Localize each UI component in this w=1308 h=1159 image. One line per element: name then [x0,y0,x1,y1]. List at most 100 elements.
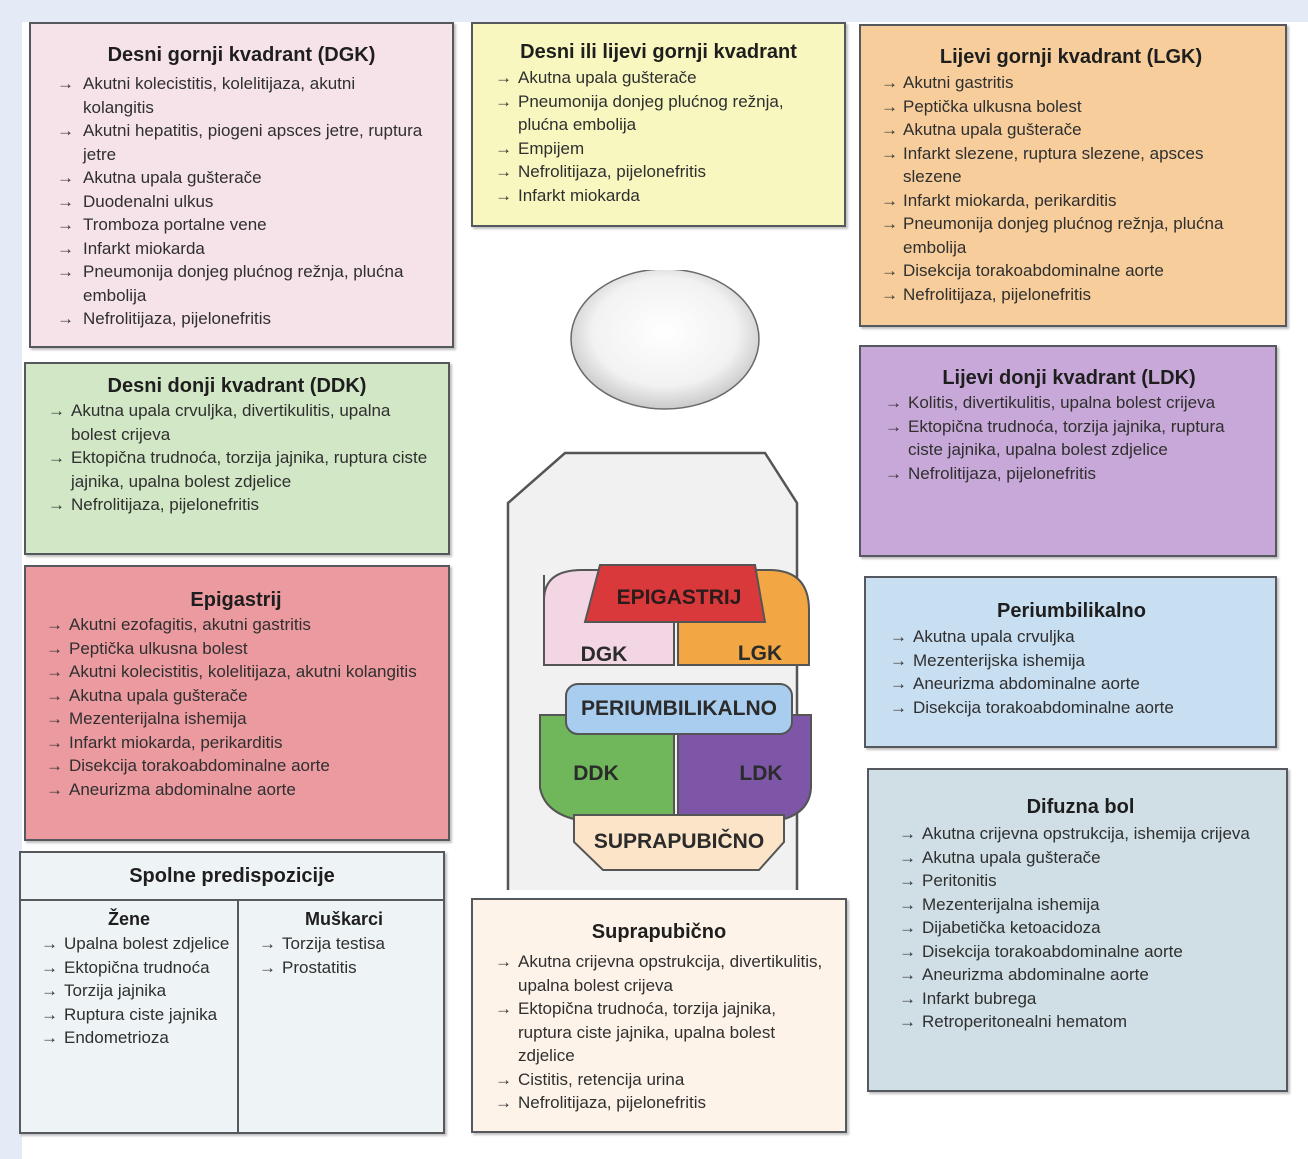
epigastrij-box: Epigastrij Akutni ezofagitis, akutni gas… [24,565,450,841]
list-item: Nefrolitijaza, pijelonefritis [491,1091,827,1115]
ddk-title: Desni donji kvadrant (DDK) [107,375,367,397]
list-item: Tromboza portalne vene [53,213,430,237]
list-item: Upalna bolest zdjelice [37,932,237,956]
spolne-predispozicije-title: Spolne predispozicije [21,853,443,901]
list-item: Dijabetička ketoacidoza [895,916,1266,940]
list-item: Nefrolitijaza, pijelonefritis [877,283,1265,307]
list-item: Endometrioza [37,1026,237,1050]
list-item: Akutna upala crvuljka, divertikulitis, u… [44,399,430,446]
periumbilikalno-box: Periumbilikalno Akutna upala crvuljkaMez… [864,576,1277,748]
list-item: Duodenalni ulkus [53,190,430,214]
list-item: Prostatitis [255,956,443,980]
list-item: Disekcija torakoabdominalne aorte [42,754,430,778]
list-item: Ektopična trudnoća, torzija jajnika, rup… [881,415,1257,462]
list-item: Infarkt miokarda [53,237,430,261]
list-item: Kolitis, divertikulitis, upalna bolest c… [881,391,1257,415]
body-diagram: EPIGASTRIJ DGK LGK PERIUMBILIKALNO DDK L… [484,270,834,890]
periumbilikalno-title: Periumbilikalno [997,600,1146,622]
list-item: Pneumonija donjeg plućnog režnja, plućna… [491,90,826,137]
suprapubicno-label: SUPRAPUBIČNO [593,830,765,853]
list-item: Akutna upala gušterače [491,66,826,90]
suprapubicno-title: Suprapubično [591,921,727,943]
list-item: Akutni kolecistitis, kolelitijaza, akutn… [53,72,430,119]
upper-quadrant-title: Desni ili lijevi gornji kvadrant [520,41,797,63]
list-item: Aneurizma abdominalne aorte [886,672,1257,696]
list-item: Akutna upala gušterače [877,118,1265,142]
list-item: Aneurizma abdominalne aorte [895,963,1266,987]
list-item: Akutni kolecistitis, kolelitijaza, akutn… [42,660,430,684]
muskarci-list: Torzija testisaProstatitis [255,932,443,979]
difuzna-bol-list: Akutna crijevna opstrukcija, ishemija cr… [895,822,1266,1034]
list-item: Torzija testisa [255,932,443,956]
periumbilikalno-list: Akutna upala crvuljkaMezenterijska ishem… [886,625,1257,719]
list-item: Akutna upala crvuljka [886,625,1257,649]
suprapubicno-list: Akutna crijevna opstrukcija, divertikuli… [491,950,827,1115]
list-item: Ektopična trudnoća, torzija jajnika, rup… [491,997,827,1068]
suprapubicno-region [573,814,785,871]
list-item: Akutna crijevna opstrukcija, divertikuli… [491,950,827,997]
ddk-label: DDK [573,762,619,785]
list-item: Cistitis, retencija urina [491,1068,827,1092]
list-item: Ektopična trudnoća [37,956,237,980]
epigastrij-title: Epigastrij [190,589,282,611]
list-item: Peptička ulkusna bolest [877,95,1265,119]
list-item: Disekcija torakoabdominalne aorte [886,696,1257,720]
lgk-box: Lijevi gornji kvadrant (LGK) Akutni gast… [859,24,1287,327]
list-item: Akutna upala gušterače [42,684,430,708]
muskarci-column: Muškarci Torzija testisaProstatitis [239,901,443,1132]
head-shape [570,270,760,410]
lgk-list: Akutni gastritisPeptička ulkusna bolestA… [877,71,1265,306]
list-item: Akutna upala gušterače [895,846,1266,870]
list-item: Nefrolitijaza, pijelonefritis [491,160,826,184]
list-item: Akutni gastritis [877,71,1265,95]
list-item: Akutni ezofagitis, akutni gastritis [42,613,430,637]
ldk-list: Kolitis, divertikulitis, upalna bolest c… [881,391,1257,485]
list-item: Nefrolitijaza, pijelonefritis [881,462,1257,486]
list-item: Mezenterijska ishemija [886,649,1257,673]
list-item: Mezenterijalna ishemija [42,707,430,731]
dgk-title: Desni gornji kvadrant (DGK) [107,44,376,66]
ldk-box: Lijevi donji kvadrant (LDK) Kolitis, div… [859,345,1277,557]
ldk-title: Lijevi donji kvadrant (LDK) [942,367,1196,389]
ddk-list: Akutna upala crvuljka, divertikulitis, u… [44,399,430,517]
list-item: Akutni hepatitis, piogeni apsces jetre, … [53,119,430,166]
zene-column: Žene Upalna bolest zdjeliceEktopična tru… [21,901,239,1132]
list-item: Peritonitis [895,869,1266,893]
list-item: Pneumonija donjeg plućnog režnja, plućna… [53,260,430,307]
list-item: Infarkt miokarda, perikarditis [877,189,1265,213]
list-item: Ektopična trudnoća, torzija jajnika, rup… [44,446,430,493]
list-item: Infarkt bubrega [895,987,1266,1011]
epigastrij-list: Akutni ezofagitis, akutni gastritisPepti… [42,613,430,801]
periumbilikalno-label: PERIUMBILIKALNO [581,697,777,720]
ddk-box: Desni donji kvadrant (DDK) Akutna upala … [24,362,450,555]
list-item: Torzija jajnika [37,979,237,1003]
muskarci-title: Muškarci [304,909,384,929]
list-item: Disekcija torakoabdominalne aorte [877,259,1265,283]
periumbilikalno-region [565,683,793,735]
epigastrij-label: EPIGASTRIJ [616,586,742,609]
list-item: Infarkt miokarda, perikarditis [42,731,430,755]
suprapubicno-box: Suprapubično Akutna crijevna opstrukcija… [471,898,847,1133]
body-outline [506,270,812,890]
list-item: Disekcija torakoabdominalne aorte [895,940,1266,964]
zene-title: Žene [107,909,150,929]
list-item: Infarkt slezene, ruptura slezene, apsces… [877,142,1265,189]
epigastrij-region [583,564,767,623]
list-item: Akutna upala gušterače [53,166,430,190]
list-item: Pneumonija donjeg plućnog režnja, plućna… [877,212,1265,259]
list-item: Aneurizma abdominalne aorte [42,778,430,802]
dgk-box: Desni gornji kvadrant (DGK) Akutni kolec… [29,22,454,348]
spolne-predispozicije-box: Spolne predispozicije Žene Upalna bolest… [19,851,445,1134]
list-item: Akutna crijevna opstrukcija, ishemija cr… [895,822,1266,846]
list-item: Ruptura ciste jajnika [37,1003,237,1027]
ldk-label: LDK [739,762,783,785]
difuzna-bol-title: Difuzna bol [1026,796,1135,818]
difuzna-bol-box: Difuzna bol Akutna crijevna opstrukcija,… [867,768,1288,1092]
list-item: Empijem [491,137,826,161]
list-item: Mezenterijalna ishemija [895,893,1266,917]
dgk-label: DGK [580,643,628,666]
upper-quadrant-box: Desni ili lijevi gornji kvadrant Akutna … [471,22,846,227]
list-item: Infarkt miokarda [491,184,826,208]
list-item: Peptička ulkusna bolest [42,637,430,661]
list-item: Retroperitonealni hematom [895,1010,1266,1034]
